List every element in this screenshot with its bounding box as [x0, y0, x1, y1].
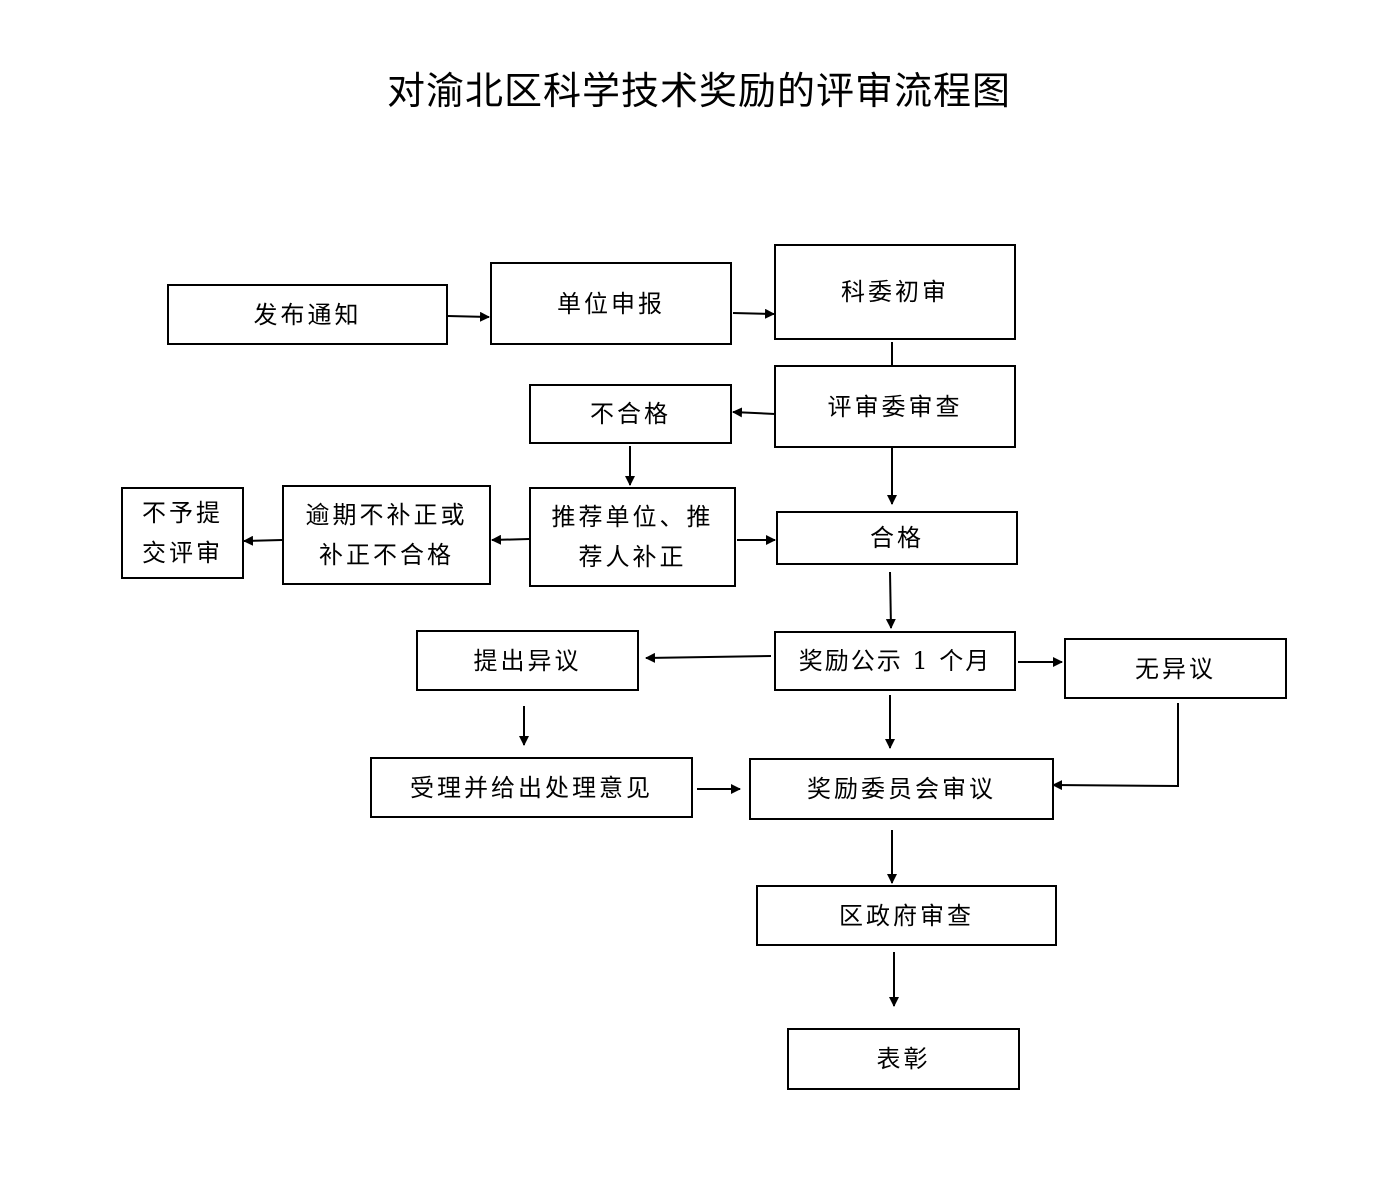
- arrow-correction-to-overdue: [491, 534, 530, 545]
- node-label: 表彰: [876, 1045, 931, 1073]
- node-label: 不合格: [590, 400, 671, 428]
- node-label: 逾期不补正或补正不合格: [305, 501, 468, 569]
- node-label: 不予提交评审: [142, 499, 223, 567]
- node-commendation: 表彰: [787, 1028, 1020, 1090]
- node-not-submitted: 不予提交评审: [121, 487, 244, 579]
- node-qualified: 合格: [776, 511, 1018, 565]
- node-label: 评审委审查: [827, 392, 963, 421]
- arrow-panel-to-unqualified: [732, 407, 776, 418]
- node-label: 推荐单位、推荐人补正: [551, 503, 714, 571]
- node-publish-notice: 发布通知: [167, 284, 448, 345]
- arrow-notice-to-report: [447, 311, 490, 322]
- node-overdue-correction: 逾期不补正或补正不合格: [282, 485, 491, 585]
- node-unqualified: 不合格: [529, 384, 732, 444]
- arrow-notice-to-objection: [645, 652, 772, 663]
- arrow-report-to-initial-review: [732, 308, 775, 319]
- node-unit-report: 单位申报: [490, 262, 732, 345]
- node-public-notice: 奖励公示 1 个月: [774, 631, 1016, 691]
- node-label: 奖励委员会审议: [807, 775, 996, 803]
- node-district-gov-review: 区政府审查: [756, 885, 1057, 946]
- node-panel-review: 评审委审查: [774, 365, 1016, 448]
- node-sci-committee-review: 科委初审: [774, 244, 1016, 340]
- node-label: 发布通知: [253, 300, 362, 329]
- node-award-committee: 奖励委员会审议: [749, 758, 1054, 820]
- node-recommender-correction: 推荐单位、推荐人补正: [529, 487, 736, 587]
- node-label: 奖励公示 1 个月: [798, 647, 992, 675]
- arrow-qualified-to-notice: [885, 571, 896, 629]
- node-label: 提出异议: [473, 646, 582, 675]
- node-label: 单位申报: [557, 289, 665, 318]
- page-title: 对渝北区科学技术奖励的评审流程图: [386, 69, 1011, 113]
- node-label: 无异议: [1135, 654, 1216, 683]
- arrow-no-objection-to-committee: [1052, 703, 1179, 791]
- node-no-objection: 无异议: [1064, 638, 1287, 699]
- node-label: 区政府审查: [839, 901, 974, 930]
- node-label: 科委初审: [841, 278, 949, 306]
- node-label: 合格: [870, 524, 924, 552]
- node-label: 受理并给出处理意见: [410, 773, 653, 802]
- arrow-overdue-to-not-submitted: [243, 535, 283, 546]
- node-raise-objection: 提出异议: [416, 630, 639, 691]
- node-handle-objection: 受理并给出处理意见: [370, 757, 693, 818]
